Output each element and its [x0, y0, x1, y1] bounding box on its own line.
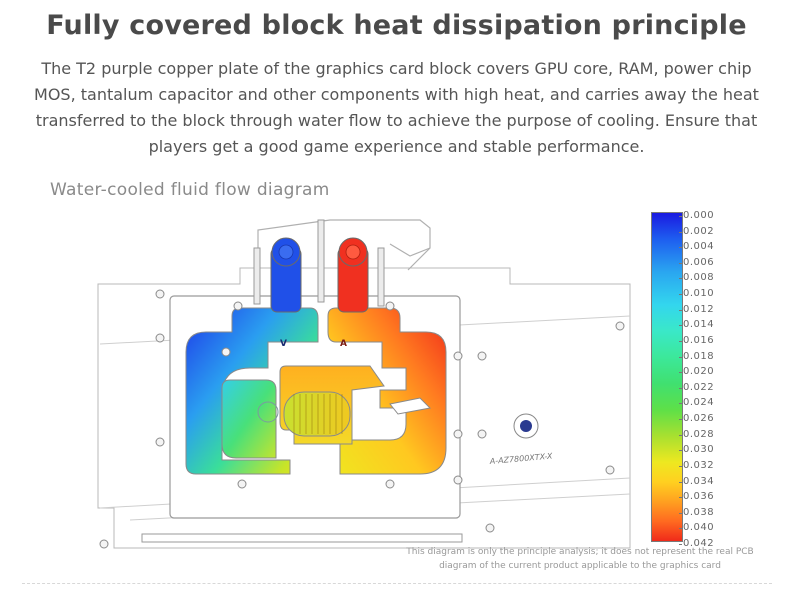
scale-tick: 0.020 [678, 366, 715, 378]
scale-tick: 0.004 [678, 241, 715, 253]
scale-tick: 0.030 [678, 444, 715, 456]
model-plate: A-AZ7800XTX-X [488, 452, 553, 467]
scale-tick: 0.040 [678, 522, 715, 534]
outlet-mark: A [340, 339, 347, 349]
cold-channel [185, 307, 319, 475]
disclaimer-line-2: diagram of the current product applicabl… [439, 561, 721, 571]
disclaimer-line-1: This diagram is only the principle analy… [406, 547, 754, 557]
velocity-scale: 0.000 0.002 0.004 0.006 0.008 0.010 0.012 0.014… [651, 210, 721, 549]
screw-icons [99, 289, 625, 549]
scale-tick: 0.028 [678, 428, 715, 440]
lower-left-channel [221, 379, 277, 459]
scale-tick: 0.010 [678, 288, 715, 300]
outlet-port-icon [337, 237, 369, 313]
scale-tick: 0.016 [678, 334, 715, 346]
description-paragraph: The T2 purple copper plate of the graphi… [34, 59, 759, 156]
scale-tick: 0.008 [678, 272, 715, 284]
scale-tick: 0.042 [678, 538, 715, 549]
scale-tick: 0.024 [678, 397, 715, 409]
inlet-mark: V [280, 339, 287, 349]
scale-tick: 0.036 [678, 491, 715, 503]
right-slot [389, 397, 432, 415]
bolt-icons [253, 219, 385, 307]
scale-tick: 0.026 [678, 413, 715, 425]
inlet-port-icon [270, 237, 302, 313]
scale-tick: 0.038 [678, 506, 715, 518]
scale-tick: 0.022 [678, 381, 715, 393]
scale-tick: 0.002 [678, 225, 715, 237]
scale-tick: 0.014 [678, 319, 715, 331]
hot-channel [327, 307, 447, 475]
diagram-label: Water-cooled fluid flow diagram [50, 180, 330, 200]
top-bracket [257, 219, 431, 271]
scale-tick: 0.006 [678, 256, 715, 268]
disclaimer-note: This diagram is only the principle analy… [400, 545, 760, 573]
scale-tick: 0.034 [678, 475, 715, 487]
color-scale-bar [651, 212, 683, 542]
scale-tick: 0.012 [678, 303, 715, 315]
page-title: Fully covered block heat dissipation pri… [46, 10, 747, 41]
divider-line [22, 583, 772, 584]
core-fins [257, 391, 351, 437]
logo-badge-icon [513, 413, 539, 439]
flow-diagram: V A A-AZ7800XTX-X [97, 219, 631, 549]
scale-tick: 0.000 [678, 210, 715, 221]
pcie-connector [141, 533, 463, 543]
scale-tick: 0.032 [678, 459, 715, 471]
scale-tick: 0.018 [678, 350, 715, 362]
